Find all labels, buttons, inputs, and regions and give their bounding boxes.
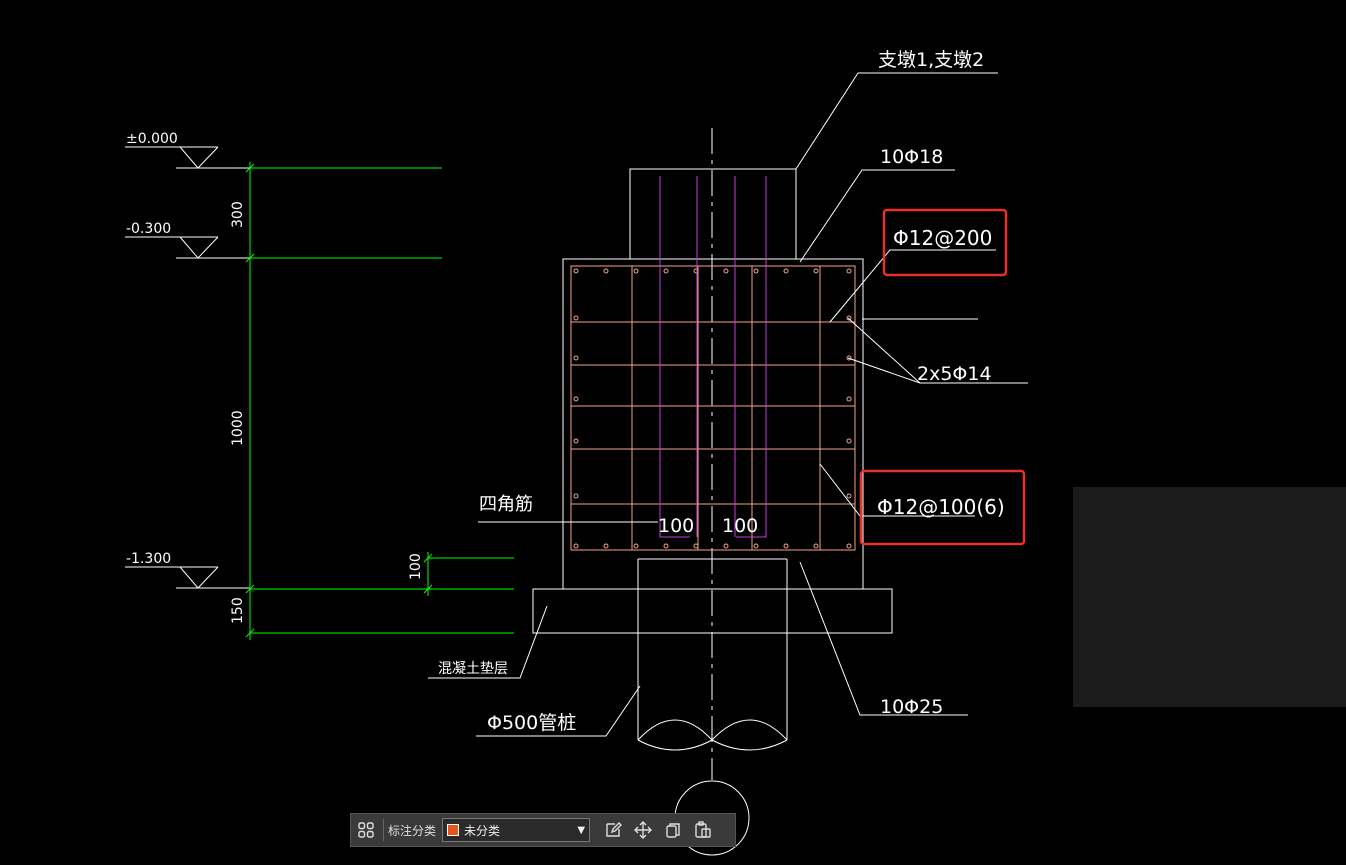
label-stirrup-top: Φ12@200: [893, 226, 992, 250]
toolbar-separator: [383, 819, 384, 841]
chevron-down-icon: ▼: [577, 824, 586, 836]
level-marker-0: ±0.000: [125, 131, 250, 169]
level-label-2: -1.300: [126, 551, 171, 567]
grid-icon[interactable]: [351, 815, 381, 845]
move-icon[interactable]: [628, 815, 658, 845]
category-label: 标注分类: [388, 823, 437, 838]
category-color-swatch: [447, 824, 460, 836]
label-side-bars: 2x5Φ14: [917, 363, 992, 385]
side-panel: [1073, 487, 1346, 707]
pier-outline: [532, 128, 893, 856]
label-pile: Φ500管桩: [487, 712, 576, 734]
label-cushion: 混凝土垫层: [438, 661, 508, 677]
label-spacing-right: 100: [722, 515, 758, 537]
annotation-toolbar: 标注分类 未分类 ▼: [350, 813, 736, 847]
label-pier: 支墩1,支墩2: [878, 49, 984, 71]
highlight-box-stirrup-bottom: [859, 469, 1026, 546]
leader-lines: [428, 72, 1028, 737]
label-stirrup-bottom: Φ12@100(6): [877, 495, 1005, 519]
level-marker-2: -1.300: [125, 551, 250, 589]
category-select[interactable]: 未分类 ▼: [442, 818, 591, 842]
edit-icon[interactable]: [598, 815, 628, 845]
level-label-1: -0.300: [126, 221, 171, 237]
rebar-grid: [570, 265, 856, 551]
level-label-0: ±0.000: [126, 131, 178, 147]
highlight-box-stirrup-top: [882, 208, 1008, 277]
dim-label-100: 100: [408, 553, 424, 580]
dimension-lines: [245, 162, 514, 640]
label-spacing-left: 100: [658, 515, 694, 537]
category-select-value: 未分类: [464, 823, 501, 838]
label-corner-bars: 四角筋: [479, 494, 533, 515]
label-top-bars: 10Φ18: [880, 146, 943, 168]
label-bottom-bars: 10Φ25: [880, 696, 943, 718]
dim-label-300: 300: [230, 201, 246, 228]
dim-label-150: 150: [230, 597, 246, 624]
dim-label-1000: 1000: [230, 410, 246, 446]
vertical-rebars: [659, 176, 767, 538]
paste-icon[interactable]: [688, 815, 718, 845]
copy-icon[interactable]: [658, 815, 688, 845]
level-marker-1: -0.300: [125, 221, 250, 259]
